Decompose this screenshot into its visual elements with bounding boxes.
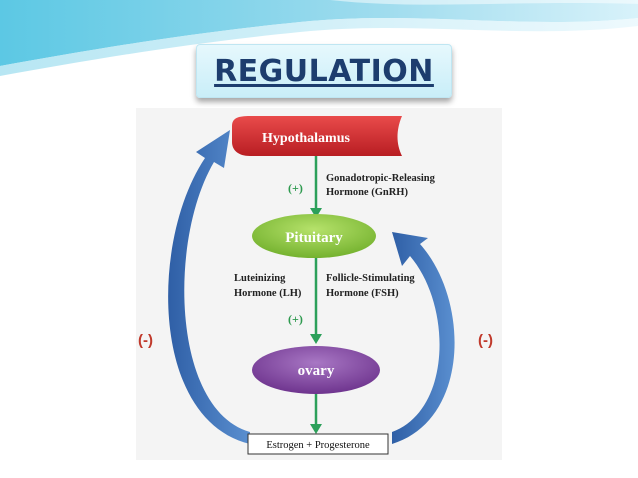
wave-highlight <box>330 0 638 5</box>
fsh-label-line2: Hormone (FSH) <box>326 288 399 299</box>
arrowhead-3 <box>310 424 322 434</box>
output-label: Estrogen + Progesterone <box>266 440 370 451</box>
lh-label-line1: Luteinizing <box>234 273 286 284</box>
feedback-arrow-right <box>392 232 455 444</box>
minus-left: (-) <box>138 332 153 349</box>
wave-accent <box>0 18 638 76</box>
plus-mid: (+) <box>288 312 303 326</box>
title-box: REGULATION <box>196 44 452 98</box>
ovary-label: ovary <box>298 363 335 379</box>
slide-title: REGULATION <box>214 53 434 89</box>
pituitary-node <box>252 214 376 258</box>
arrowhead-1 <box>310 208 322 218</box>
pituitary-label: Pituitary <box>285 230 343 246</box>
hypothalamus-label: Hypothalamus <box>262 131 350 146</box>
gnrh-label-line2: Hormone (GnRH) <box>326 187 408 198</box>
feedback-arrow-left <box>168 130 250 444</box>
arrowhead-2 <box>310 334 322 344</box>
plus-top: (+) <box>288 181 303 195</box>
minus-right: (-) <box>478 332 493 349</box>
hypothalamus-node <box>232 116 402 156</box>
output-box <box>247 433 389 455</box>
lh-label-line2: Hormone (LH) <box>234 288 302 299</box>
diagram-panel <box>136 108 502 460</box>
wave-top <box>0 0 638 66</box>
fsh-label-line1: Follicle-Stimulating <box>326 273 415 284</box>
ovary-node <box>252 346 380 394</box>
gnrh-label-line1: Gonadotropic-Releasing <box>326 173 436 184</box>
